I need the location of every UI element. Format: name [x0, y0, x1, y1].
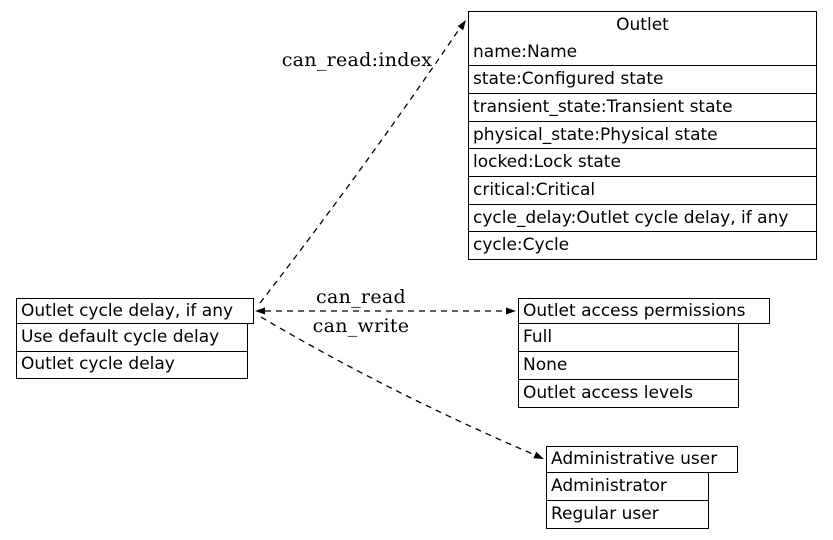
node-access-permissions-row: Full — [523, 327, 553, 347]
node-outlet-title: Outlet — [616, 14, 669, 35]
node-cycle-delay-row: Use default cycle delay — [21, 326, 220, 347]
edge-label-can-read: can_read — [316, 286, 406, 308]
node-outlet-row: critical:Critical — [469, 176, 816, 204]
node-outlet-row: cycle:Cycle — [469, 231, 816, 259]
node-access-permissions-row: Outlet access levels — [519, 379, 738, 407]
arrowhead-outlet-icon — [457, 20, 466, 31]
node-outlet-row: state:Configured state — [469, 65, 816, 93]
node-cycle-delay-row: Outlet cycle delay — [17, 350, 247, 379]
node-access-permissions-title: Outlet access permissions — [523, 300, 746, 321]
node-access-permissions-title-box: Outlet access permissions — [518, 298, 770, 324]
node-outlet-row: cycle_delay:Outlet cycle delay, if any — [469, 203, 816, 232]
node-outlet-row: name:Name — [473, 41, 578, 62]
node-admin-user-title-box: Administrative user — [546, 446, 738, 473]
node-admin-user-row: Regular user — [547, 500, 708, 528]
node-access-permissions-row: None — [519, 351, 738, 379]
edge-can-write — [260, 316, 536, 456]
edge-label-can-read-index: can_read:index — [281, 49, 433, 71]
node-cycle-delay-title-box: Outlet cycle delay, if any — [16, 298, 254, 324]
arrowhead-admin-user-icon — [533, 451, 544, 459]
edge-label-can-write: can_write — [312, 315, 410, 337]
node-outlet-row: locked:Lock state — [469, 148, 816, 176]
node-admin-user-title: Administrative user — [551, 449, 718, 469]
arrowhead-access-permissions-icon — [506, 307, 516, 315]
node-admin-user-row: Administrator — [551, 476, 667, 496]
node-outlet-row: transient_state:Transient state — [469, 93, 816, 121]
arrowhead-left-icon — [255, 307, 265, 315]
node-cycle-delay-title: Outlet cycle delay, if any — [21, 300, 234, 321]
node-outlet-row: physical_state:Physical state — [469, 120, 816, 149]
